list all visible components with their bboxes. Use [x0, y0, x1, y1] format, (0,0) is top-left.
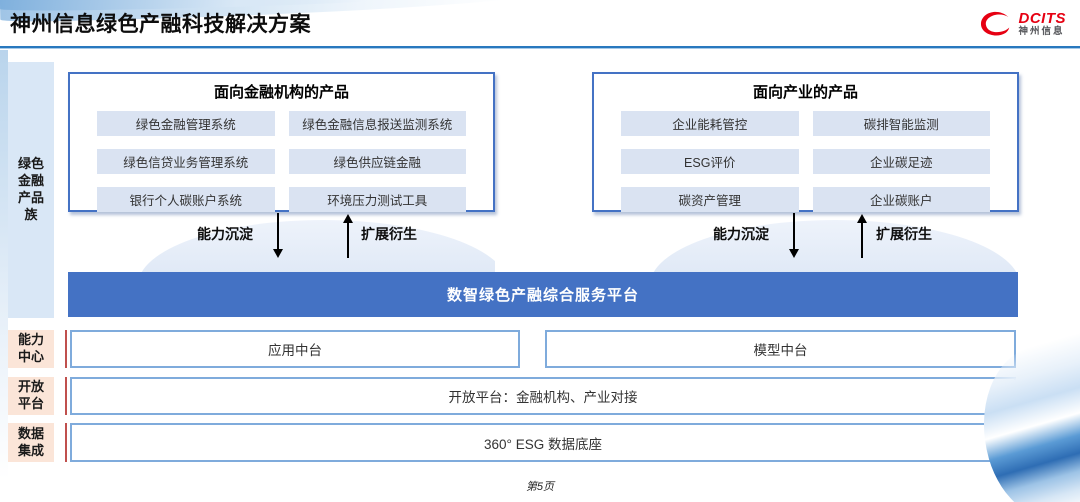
dcits-logo: DCITS 神州信息 [978, 9, 1067, 39]
logo-text: DCITS 神州信息 [1019, 11, 1067, 37]
product-item: 碳资产管理 [621, 187, 799, 212]
sidebar-item-label: 能力中心 [18, 332, 45, 364]
header-divider [0, 46, 1080, 49]
up-arrow-icon [861, 222, 863, 258]
page-number: 第5页 [525, 481, 555, 493]
sidebar-item-label: 开放平台 [18, 379, 45, 411]
product-item: 企业能耗管控 [621, 111, 799, 136]
model-middle-platform-box: 模型中台 [545, 330, 1016, 368]
product-item: ESG评价 [621, 149, 799, 174]
sidebar-item-label: 数据集成 [18, 425, 45, 458]
product-item: 银行个人碳账户系统 [97, 187, 275, 212]
sidebar-item-open-platform: 开放平台 [8, 377, 54, 415]
sidebar-item-data-integration: 数据集成 [8, 423, 54, 462]
flow-down-label: 能力沉淀 [197, 226, 253, 242]
product-item: 绿色金融管理系统 [97, 111, 275, 136]
flow-up-label: 扩展衍生 [876, 226, 932, 242]
product-item: 绿色供应链金融 [288, 149, 466, 174]
product-item: 绿色金融信息报送监测系统 [288, 111, 466, 136]
down-arrow-icon [277, 213, 279, 250]
sidebar-product-family-label: 绿色金融产品族 [18, 156, 45, 222]
platform-bar: 数智绿色产融综合服务平台 [68, 272, 1018, 317]
row-accent-tick [65, 423, 67, 462]
open-platform-box: 开放平台：金融机构、产业对接 [70, 377, 1016, 415]
row-accent-tick [65, 377, 67, 415]
product-group-industry: 面向产业的产品 企业能耗管控 碳排智能监测 ESG评价 企业碳足迹 碳资产管理 … [592, 72, 1019, 212]
product-group-financial-title: 面向金融机构的产品 [213, 84, 349, 101]
dome-shape [138, 220, 495, 272]
dome-decoration-left [68, 214, 495, 272]
product-grid: 绿色金融管理系统 绿色金融信息报送监测系统 绿色信贷业务管理系统 绿色供应链金融… [70, 102, 493, 212]
dcits-swoosh-icon [980, 11, 1009, 36]
left-band-decoration [0, 50, 8, 502]
down-arrow-icon [793, 213, 795, 250]
logo-brand-cn: 神州信息 [1018, 25, 1065, 37]
dome-decoration-right [592, 214, 1019, 272]
flow-down-label: 能力沉淀 [713, 226, 769, 242]
product-item: 绿色信贷业务管理系统 [97, 149, 275, 174]
product-item: 企业碳足迹 [812, 149, 990, 174]
sidebar-item-capability-center: 能力中心 [8, 330, 54, 368]
dome-shape [650, 220, 1019, 272]
page-title: 神州信息绿色产融科技解决方案 [10, 13, 311, 36]
product-grid: 企业能耗管控 碳排智能监测 ESG评价 企业碳足迹 碳资产管理 企业碳账户 [594, 102, 1017, 212]
flow-up-label: 扩展衍生 [361, 226, 417, 242]
sidebar-product-family: 绿色金融产品族 [8, 62, 54, 318]
row-accent-tick [65, 330, 67, 368]
product-item: 环境压力测试工具 [288, 187, 466, 212]
product-group-financial: 面向金融机构的产品 绿色金融管理系统 绿色金融信息报送监测系统 绿色信贷业务管理… [68, 72, 495, 212]
app-middle-platform-box: 应用中台 [70, 330, 520, 368]
data-foundation-box: 360° ESG 数据底座 [70, 423, 1016, 462]
product-item: 企业碳账户 [812, 187, 990, 212]
up-arrow-icon [347, 222, 349, 258]
logo-brand: DCITS [1018, 10, 1066, 28]
product-group-industry-title: 面向产业的产品 [752, 84, 858, 101]
product-item: 碳排智能监测 [812, 111, 990, 136]
